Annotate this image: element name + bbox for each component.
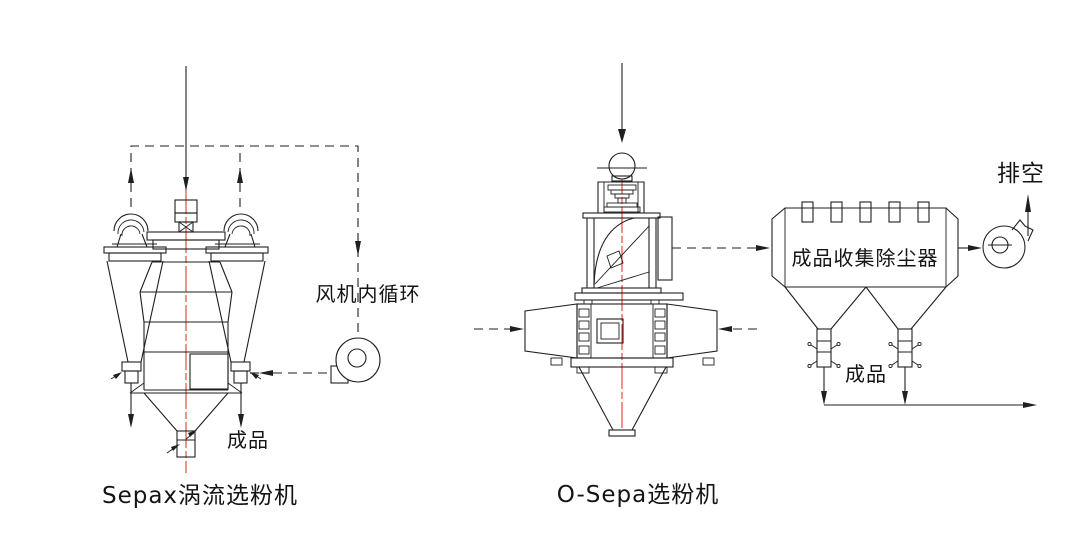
- rotary-valve-left: [807, 328, 841, 405]
- exhaust-fan-icon: [982, 219, 1034, 269]
- sepax-vessel: [129, 261, 243, 458]
- osepa-title: O-Sepa选粉机: [557, 482, 720, 508]
- exhaust-label: 排空: [997, 161, 1045, 187]
- sepax-title: Sepax涡流选粉机: [102, 483, 298, 509]
- volute-outlet: [657, 216, 673, 281]
- osepa-volute-housing: [574, 212, 684, 305]
- collector-vents: [801, 201, 930, 223]
- down-arrow-icon: [821, 391, 827, 405]
- sepax-product-label: 成品: [227, 428, 269, 452]
- fan-loop-label: 风机内循环: [316, 282, 421, 306]
- osepa-inlet-arrow-right: [718, 326, 757, 332]
- collector-hoppers: [784, 286, 947, 330]
- down-arrow-icon: [355, 241, 361, 256]
- sepax-recirculation-fan-icon: [250, 337, 381, 384]
- osepa-to-collector-line: [672, 245, 770, 251]
- osepa-separator: O-Sepa选粉机: [474, 63, 770, 508]
- exhaust-fan: 排空: [958, 161, 1045, 269]
- down-arrow-icon: [902, 391, 908, 405]
- inspection-window: [596, 318, 624, 344]
- down-arrow-icon: [238, 414, 244, 428]
- sepax-feed-arrow-icon: [183, 66, 189, 191]
- exhaust-arrow-icon: [1025, 194, 1031, 236]
- collector-label: 成品收集除尘器: [792, 246, 939, 270]
- inlet-duct-right: [666, 303, 718, 359]
- sepax-separator: 风机内循环 成品 Sepax涡流选粉机: [102, 66, 421, 509]
- inlet-duct-left: [524, 303, 578, 359]
- osepa-motor: [597, 152, 647, 214]
- rotary-valve-right: [888, 328, 922, 405]
- sepax-cyclone-left: [103, 213, 167, 428]
- sepax-recirculation-loop: [128, 145, 361, 338]
- osepa-cone: [570, 357, 674, 437]
- up-arrow-icon: [237, 168, 243, 183]
- osepa-inlet-arrow-left: [474, 326, 524, 332]
- right-arrow-icon: [968, 245, 982, 251]
- up-arrow-icon: [128, 168, 134, 183]
- right-arrow-icon: [510, 326, 524, 332]
- right-arrow-icon: [1023, 402, 1037, 408]
- sepax-motor: [146, 199, 226, 250]
- left-arrow-icon: [259, 370, 273, 376]
- osepa-feed-arrow-icon: [618, 63, 626, 143]
- volute-scroll: [593, 217, 635, 287]
- osepa-body: [524, 303, 718, 366]
- right-arrow-icon: [756, 245, 770, 251]
- vessel-outlet: [176, 430, 196, 458]
- vessel-door: [189, 353, 229, 390]
- dust-collector: 成品收集除尘器: [771, 201, 1037, 408]
- down-arrow-icon: [128, 414, 134, 428]
- sepax-cyclone-right: [205, 213, 269, 428]
- collector-product-label: 成品: [845, 362, 887, 386]
- left-arrow-icon: [718, 326, 732, 332]
- product-discharge-line: [824, 402, 1037, 408]
